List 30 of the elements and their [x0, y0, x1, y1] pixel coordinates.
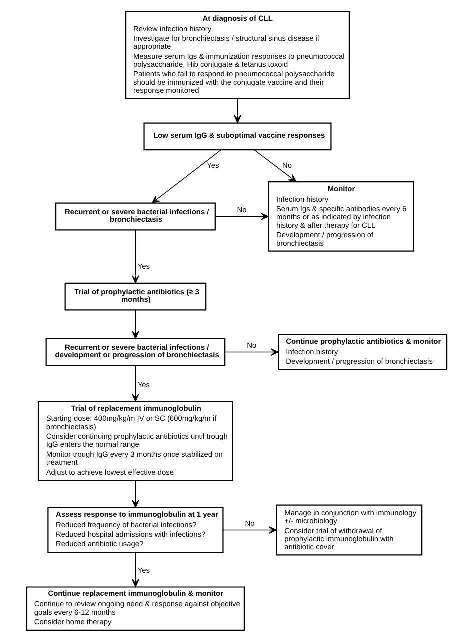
node-box: Recurrent or severe bacterial infections / bronchiectasis [55, 202, 216, 231]
arrow [222, 526, 278, 534]
edge-label: Yes [207, 160, 220, 170]
node-box: At diagnosis of CLL Review infection history Investigate for bronchiectasis / structural sinus disease if appropriate Measure serum Igs & immunization responses to pneumococcal polysaccharide, Hib conjugate & tetanus toxoid Patients who fail to respond to pneumococcal polysaccharide should be immunized with the conjugate vaccine and their response monitored [125, 11, 350, 100]
arrow [132, 552, 140, 588]
edge-label: No [282, 160, 292, 170]
edge-label: No [247, 340, 257, 350]
arrow [224, 348, 280, 356]
arrow [234, 98, 242, 124]
node-box: Continue replacement immunoglobulin & monitor Continue to review ongoing need & response against objective goals every 6-12 months Consider home therapy [26, 586, 245, 631]
node-box: Manage in conjunction with immunology +/- microbiology Consider trial of withdrawal of prophylactic immunoglobulin with antibiotic cover [276, 504, 423, 556]
edge-label: No [245, 518, 255, 528]
arrow [254, 150, 297, 182]
arrow [132, 230, 140, 284]
edge-label: Yes [138, 380, 150, 390]
arrow [132, 480, 140, 508]
node-box: Monitor Infection history Serum Igs & specific antibodies every 6 months or as indicated by infection history & after therapy for CLL Development / progression of bronchiectasis [268, 182, 414, 252]
node-box: Assess response to immunoglobulin at 1 year Reduced frequency of bacterial infections? Reduced hospital admissions with infections? Reduced antibiotic usage? [48, 507, 224, 554]
arrow [132, 365, 140, 402]
edge-label: Yes [138, 262, 150, 272]
arrow [215, 213, 269, 220]
node-box: Low serum IgG & suboptimal vaccine responses [144, 122, 332, 151]
node-box: Recurrent or severe bacterial infections / development or progression of bronchiectasis [46, 338, 226, 366]
arrow [132, 310, 140, 340]
node-box: Trial of replacement immunoglobulin Starting dose: 400mg/kg/m IV or SC (600mg/kg/m if bronchiectasis) Consider continuing prophylactic antibiotics until trough IgG enters the normal range Monitor trough IgG every 3 months once stabilized on treatment Adjust to achieve lowest effective dose [38, 401, 234, 482]
node-box: Trial of prophylactic antibiotics (≥ 3 months) [64, 282, 207, 311]
node-box: Continue prophylactic antibiotics & monitor Infection history Development / progression of bronchiectasis [278, 334, 448, 370]
arrow [152, 150, 222, 204]
edge-label: No [237, 205, 247, 214]
edge-label: Yes [138, 566, 150, 576]
